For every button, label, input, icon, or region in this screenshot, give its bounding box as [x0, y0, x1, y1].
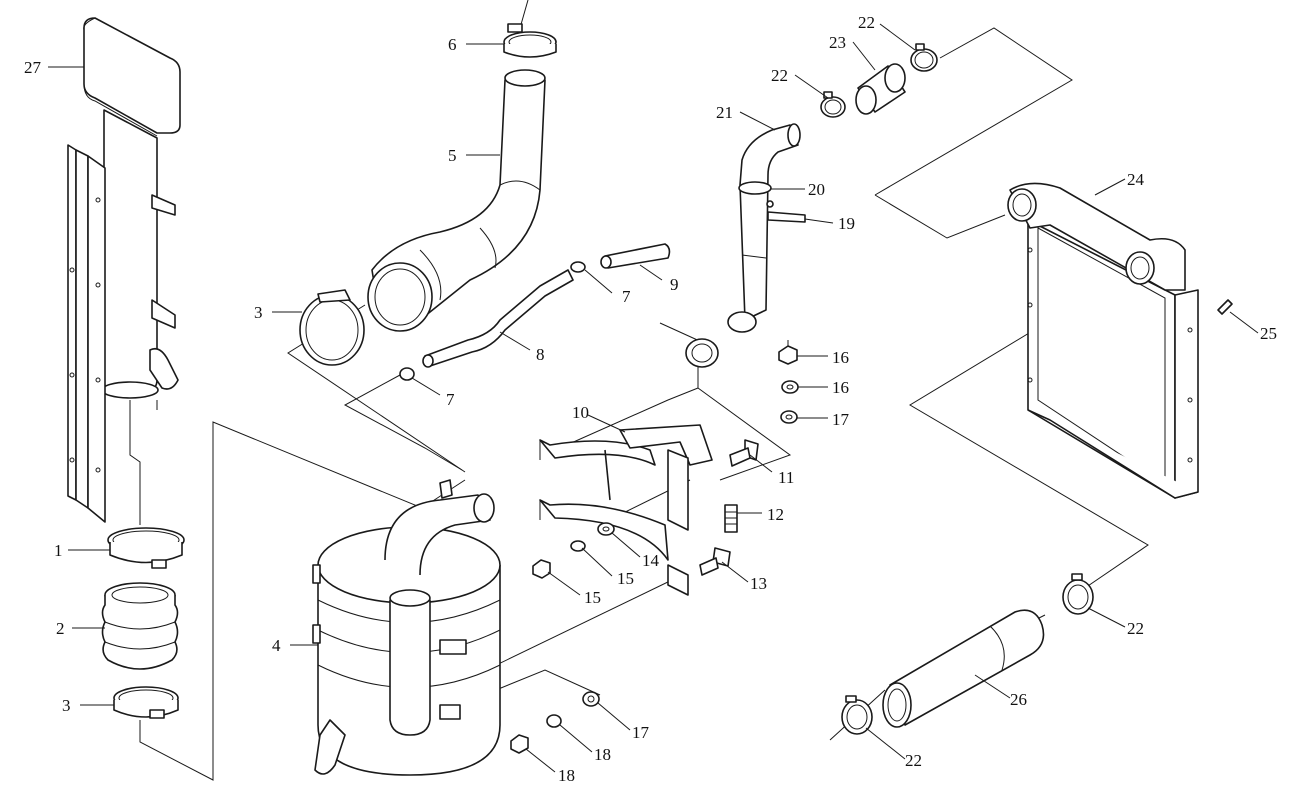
- part-2-bellows: [101, 582, 179, 670]
- part-3-clamp-upper: [299, 289, 365, 366]
- callout-27: 27: [24, 58, 42, 77]
- washer-16-lower: [582, 691, 600, 707]
- callout-22-d: 22: [905, 751, 922, 770]
- bolt-25: [1217, 299, 1233, 315]
- column-mount-bracket: [67, 144, 106, 523]
- callout-21: 21: [716, 103, 733, 122]
- nut-18-right: [778, 345, 798, 365]
- callout-19: 19: [838, 214, 855, 233]
- part-22-clamp-c: [1062, 573, 1094, 615]
- assembly-line-26: [909, 274, 1149, 591]
- callout-22-c: 22: [1127, 619, 1144, 638]
- washer-16-right: [780, 410, 798, 424]
- callout-18-lower: 18: [558, 766, 575, 785]
- part-3-hose-clamp-lower: [113, 686, 179, 719]
- assembly-line-bracket: [559, 352, 699, 449]
- callout-22-b: 22: [858, 13, 875, 32]
- part-27-intake-cap: [83, 17, 181, 137]
- washer-17-right: [781, 380, 799, 394]
- bolt-15-upper: [724, 504, 738, 533]
- callout-12: 14: [642, 551, 660, 570]
- callout-11: 11: [778, 468, 794, 487]
- callout-16-lower: 17: [632, 723, 650, 742]
- part-22-clamp-d: [841, 695, 873, 735]
- assembly-line-23: [874, 27, 1073, 196]
- part-8-breather-hose: [422, 269, 574, 368]
- assembly-line-hose-7: [343, 374, 463, 471]
- part-7-hose-clip-upper: [570, 261, 586, 273]
- part-1-hose-clamp: [107, 527, 185, 569]
- bolt-15-lower: [699, 547, 731, 576]
- part-26-hose: [882, 609, 1045, 728]
- callout-labels: 27 1 2 3 3 4 5 6 7 7 8 9 10 11 12 13 14 …: [24, 13, 1277, 785]
- callout-23: 23: [829, 33, 846, 52]
- part-21-elbow-pipe: [739, 123, 801, 321]
- callout-4: 4: [272, 636, 281, 655]
- part-10-mount-bracket: [539, 424, 713, 596]
- callout-2: 2: [56, 619, 65, 638]
- callout-7-lower: 7: [446, 390, 455, 409]
- washer-13: [570, 540, 586, 552]
- callout-24: 24: [1127, 170, 1145, 189]
- callout-15-upper: 12: [767, 505, 784, 524]
- callout-7-upper: 7: [622, 287, 631, 306]
- callout-16-right: 17: [832, 410, 850, 429]
- callout-25: 25: [1260, 324, 1277, 343]
- part-4-air-cleaner: [312, 479, 501, 776]
- callout-22-a: 22: [771, 66, 788, 85]
- part-21-lower-coupling: [685, 311, 757, 368]
- callout-26: 26: [1010, 690, 1027, 709]
- nut-14: [532, 559, 551, 579]
- assembly-line-24: [874, 194, 1006, 239]
- nut-18-lower: [510, 734, 529, 754]
- callout-9: 9: [670, 275, 679, 294]
- part-23-coupler: [855, 63, 906, 115]
- callout-3-lower: 3: [62, 696, 71, 715]
- part-5-intake-duct: [367, 69, 546, 332]
- intake-column: [101, 109, 179, 410]
- callout-3-upper: 3: [254, 303, 263, 322]
- callout-14: 15: [584, 588, 601, 607]
- callout-6: 6: [448, 35, 457, 54]
- part-6-hose-clamp: [503, 23, 557, 58]
- part-7-hose-clip-lower: [399, 367, 415, 381]
- part-9-tube: [600, 243, 671, 269]
- callout-10: 10: [572, 403, 589, 422]
- leader-lines: [48, 23, 1259, 773]
- part-20-clamp: [738, 181, 772, 195]
- callout-8: 8: [536, 345, 545, 364]
- callout-20: 20: [808, 180, 825, 199]
- callout-17-right: 16: [832, 378, 849, 397]
- callout-18-right: 16: [832, 348, 849, 367]
- callout-5: 5: [448, 146, 457, 165]
- assembly-line-column: [129, 400, 141, 525]
- callout-1: 1: [54, 541, 63, 560]
- washer-12: [597, 522, 615, 536]
- part-24-intercooler: [1007, 182, 1199, 499]
- part-19-bracket: [766, 200, 806, 223]
- callout-13: 15: [617, 569, 634, 588]
- bolt-11: [729, 439, 759, 467]
- part-22-clamp-b: [910, 43, 938, 72]
- callout-17-lower: 18: [594, 745, 611, 764]
- assembly-line-bracket-right: [697, 387, 792, 481]
- washer-17-lower: [546, 714, 562, 728]
- callout-15-lower: 13: [750, 574, 767, 593]
